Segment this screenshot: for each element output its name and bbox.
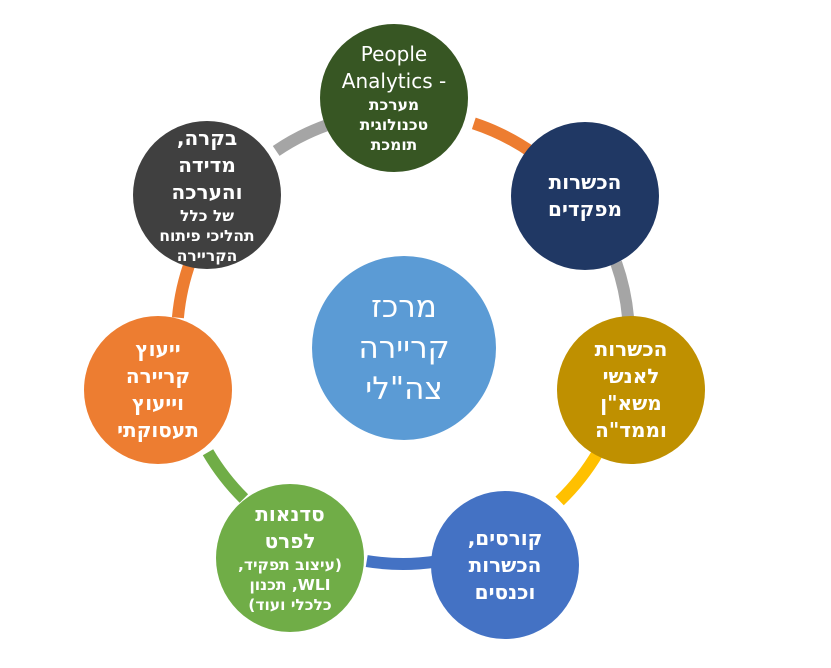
node-personal-workshops: סדנאות לפרט (עיצוב תפקיד, WLI, תכנון כלכ… — [216, 484, 364, 632]
node-career-counseling: ייעוץ קריירה וייעוץ תעסוקתי — [84, 316, 232, 464]
node-counseling-title-line-1: ייעוץ — [135, 337, 181, 361]
node-control-title-line-3: והערכה — [171, 179, 243, 204]
node-courses-title-line-1: קורסים, — [467, 525, 543, 550]
center-title-line-3: צה"לי — [365, 370, 443, 407]
connector-people-managers — [471, 117, 537, 158]
connector-managers-hr — [610, 260, 635, 319]
node-people-title-line-1: People — [360, 42, 428, 66]
node-courses-title-line-2: הכשרות — [468, 552, 542, 577]
node-workshops-sub-line-1: (עיצוב תפקיד, — [237, 556, 343, 574]
center-node-career-center: מרכז קריירה צה"לי — [312, 256, 496, 440]
center-title-line-1: מרכז — [371, 288, 437, 325]
node-hr-training: הכשרות לאנשי משא"ן וממד"ה — [557, 316, 705, 464]
node-workshops-title-line-1: סדנאות — [255, 502, 325, 526]
connector-hr-courses — [555, 449, 604, 506]
node-people-analytics: People Analytics - מערכת טכנולוגית תומכת — [320, 24, 468, 172]
node-control-sub-line-1: של כלל — [179, 206, 235, 225]
node-people-sub-line-1: מערכת — [368, 96, 420, 114]
node-counseling-title-line-4: תעסוקתי — [117, 418, 199, 442]
node-hr-title-line-3: משא"ן — [600, 391, 662, 415]
node-control-title-line-1: בקרה, — [176, 125, 238, 150]
node-hr-title-line-2: לאנשי — [602, 364, 660, 388]
node-control-title-line-2: מדידה — [178, 152, 236, 177]
node-workshops-title-line-2: לפרט — [264, 529, 316, 553]
node-people-title-line-2: Analytics - — [341, 69, 447, 93]
connector-courses-workshops — [365, 555, 437, 570]
node-workshops-sub-line-2: WLI, תכנון — [249, 576, 331, 594]
node-workshops-sub-line-3: כלכלי ועוד) — [248, 596, 332, 614]
node-hr-title-line-4: וממד"ה — [595, 418, 667, 442]
node-counseling-title-line-3: וייעוץ — [131, 391, 185, 415]
node-control-measurement: בקרה, מדידה והערכה של כלל תהליכי פיתוח ה… — [133, 121, 281, 269]
node-control-sub-line-3: הקריירה — [176, 246, 238, 265]
node-hr-title-line-1: הכשרות — [594, 337, 668, 361]
node-managers-title-line-1: הכשרות — [548, 170, 622, 194]
connector-workshops-counseling — [202, 449, 249, 503]
node-courses-title-line-3: וכנסים — [474, 579, 536, 604]
node-managers-title-line-2: מפקדים — [548, 197, 622, 221]
node-courses: קורסים, הכשרות וכנסים — [431, 491, 579, 639]
node-control-sub-line-2: תהליכי פיתוח — [159, 226, 255, 245]
node-people-sub-line-3: תומכת — [370, 136, 418, 154]
connector-counseling-control — [171, 257, 197, 319]
node-people-sub-line-2: טכנולוגית — [359, 116, 429, 134]
node-counseling-title-line-2: קריירה — [125, 364, 191, 388]
center-title-line-2: קריירה — [358, 329, 450, 366]
node-commander-training: הכשרות מפקדים — [511, 122, 659, 270]
